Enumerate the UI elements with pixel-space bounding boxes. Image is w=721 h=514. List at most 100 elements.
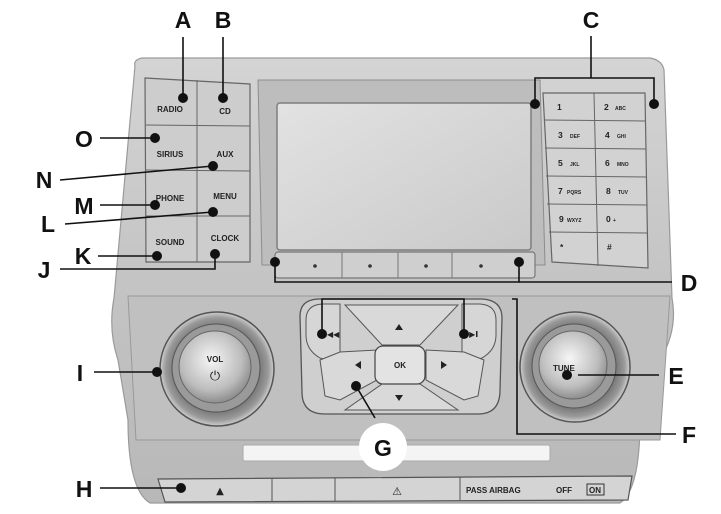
callout-labels: A B C D E F G H I J K L M N O [36,7,698,502]
clock-button-label: CLOCK [211,234,240,243]
key-0[interactable]: 0+ [606,214,616,224]
seek-forward-icon: ▶▶I [463,330,478,339]
callout-h: H [76,476,93,502]
sound-button[interactable]: SOUND [156,238,185,247]
callout-d: D [681,270,698,296]
callout-c: C [583,7,600,33]
key-7-letters: PQRS [567,190,582,196]
key-7-label: 7 [558,186,563,196]
key-2-letters: ABC [615,106,626,112]
callout-g-badge [359,423,407,471]
key-0-letters: + [613,218,616,224]
callout-l: L [41,211,55,237]
callout-e: E [668,363,683,389]
key-4-letters: GHI [617,134,627,140]
arrow-down-icon [395,395,403,401]
key-3-letters: DEF [570,134,580,140]
tune-knob[interactable]: TUNE [519,311,631,423]
callout-f: F [682,422,696,448]
key-0-label: 0 [606,214,611,224]
arrow-up-icon [395,324,403,330]
key-6-label: 6 [605,158,610,168]
softkey-2[interactable] [368,264,372,268]
key-5-label: 5 [558,158,563,168]
bottom-strip: ▲ ⚠ PASS AIRBAG OFF ON [157,475,633,503]
aux-button-label: AUX [217,150,235,159]
callout-leaders [59,36,676,489]
key-8-label: 8 [606,186,611,196]
radio-button-label: RADIO [157,105,183,114]
callout-a: A [175,7,192,33]
key-4-label: 4 [605,130,610,140]
callout-dots [150,93,659,493]
sound-button-label: SOUND [156,238,185,247]
passenger-airbag-label: PASS AIRBAG [466,486,521,495]
callout-j: J [38,257,51,283]
key-6-letters: MNO [617,162,629,168]
key-8[interactable]: 8 TUV [606,186,629,196]
eject-icon: ▲ [216,486,224,497]
nav-up-button[interactable] [343,304,460,346]
key-1[interactable]: 1 [557,102,562,112]
clock-button[interactable]: CLOCK [211,234,240,243]
softkey-3[interactable] [424,264,428,268]
callout-o: O [75,126,93,152]
eject-button[interactable]: ▲ [216,486,224,497]
key-5-letters: JKL [570,162,579,168]
key-star[interactable]: * [560,242,564,252]
menu-button-label: MENU [213,192,237,201]
nav-right-button[interactable] [425,349,485,401]
phone-button[interactable]: PHONE [156,194,185,203]
phone-button-label: PHONE [156,194,185,203]
volume-label: VOL [207,355,224,364]
seek-back-icon: I◀◀ [324,330,340,339]
key-6[interactable]: 6 MNO [605,158,629,168]
ok-label: OK [394,361,406,370]
key-2[interactable]: 2 ABC [604,102,626,112]
key-hash[interactable]: # [607,242,612,252]
sirius-button[interactable]: SIRIUS [157,150,184,159]
callout-n: N [36,167,53,193]
key-hash-label: # [607,242,612,252]
softkey-4[interactable] [479,264,483,268]
power-icon: ⏻ [210,369,220,384]
hazard-icon: ⚠ [392,485,402,498]
callout-b: B [215,7,232,33]
key-5[interactable]: 5 JKL [558,158,579,168]
key-2-label: 2 [604,102,609,112]
menu-button[interactable]: MENU [213,192,237,201]
sirius-button-label: SIRIUS [157,150,184,159]
aux-button[interactable]: AUX [217,150,235,159]
airbag-on-indicator: ON [589,486,601,495]
callout-g: G [374,435,392,461]
key-4[interactable]: 4 GHI [605,130,627,140]
callout-k: K [75,243,92,269]
softkey-1[interactable] [313,264,317,268]
hazard-button[interactable]: ⚠ [392,485,402,498]
key-7[interactable]: 7 PQRS [558,186,582,196]
display-screen [276,102,532,251]
key-3[interactable]: 3 DEF [558,130,580,140]
cd-button[interactable]: CD [219,107,231,116]
key-9-label: 9 [559,214,564,224]
callout-i: I [77,360,83,386]
key-8-letters: TUV [618,190,629,196]
softkey-strip [274,251,536,279]
airbag-on-indicator-box [586,483,605,496]
cd-button-label: CD [219,107,231,116]
key-star-label: * [560,242,564,252]
key-9-letters: WXYZ [567,218,581,224]
volume-knob[interactable]: VOL ⏻ [159,311,275,427]
navigation-cluster: OK I◀◀ ▶▶I [299,298,503,415]
ok-button[interactable] [374,345,426,385]
arrow-right-icon [441,361,447,369]
key-3-label: 3 [558,130,563,140]
callout-m: M [74,193,93,219]
arrow-left-icon [355,361,361,369]
tune-label: TUNE [553,364,575,373]
radio-button[interactable]: RADIO [157,105,183,114]
